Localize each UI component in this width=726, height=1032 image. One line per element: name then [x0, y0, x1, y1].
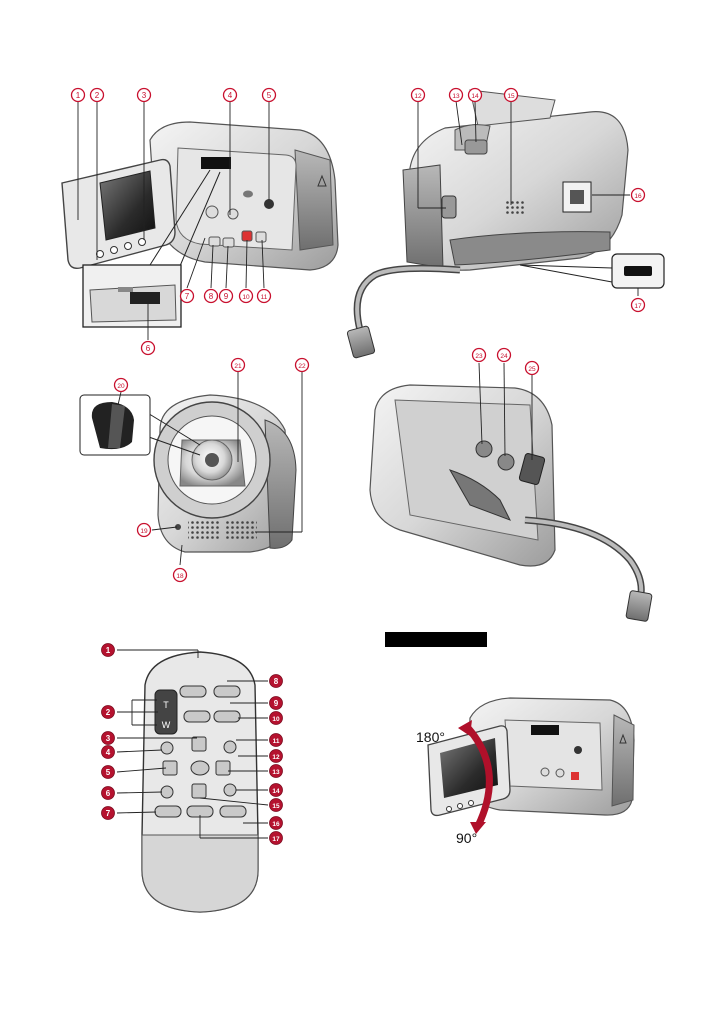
remote-callout-13: 13 [269, 764, 283, 778]
remote-callout-label: 3 [106, 734, 111, 743]
camera-callout-label: 1 [76, 91, 81, 100]
figure-camcorder-bottom [369, 362, 653, 622]
camera-callout-label: 11 [261, 294, 268, 301]
remote-callout-label: 10 [272, 716, 280, 723]
camera-callout-22: 22 [294, 357, 310, 373]
camera-callout-18: 18 [172, 567, 188, 583]
camera-callout-label: 14 [471, 93, 479, 100]
remote-callout-1: 1 [101, 643, 115, 657]
remote-callout-16: 16 [269, 816, 283, 830]
camera-callout-13: 13 [448, 87, 464, 103]
camera-callout-16: 16 [630, 187, 646, 203]
remote-callout-10: 10 [269, 711, 283, 725]
camera-callout-label: 18 [176, 573, 184, 580]
remote-callout-9: 9 [269, 696, 283, 710]
figure-lcd-rotation: 180° 90° [416, 697, 635, 846]
camera-callout-25: 25 [524, 360, 540, 376]
camera-callout-7: 7 [179, 288, 195, 304]
remote-callout-14: 14 [269, 783, 283, 797]
camera-callout-label: 4 [228, 91, 233, 100]
remote-callout-17: 17 [269, 831, 283, 845]
remote-callout-label: 2 [106, 708, 111, 717]
camera-callout-21: 21 [230, 357, 246, 373]
camera-callout-6: 6 [140, 340, 156, 356]
camera-callout-2: 2 [89, 87, 105, 103]
remote-callout-7: 7 [101, 806, 115, 820]
remote-callout-label: 11 [273, 738, 280, 745]
camera-callout-23: 23 [471, 347, 487, 363]
figure-remote-control: T W [116, 649, 269, 913]
remote-callout-5: 5 [101, 765, 115, 779]
camera-callout-label: 10 [242, 294, 250, 301]
camera-callout-20: 20 [113, 377, 129, 393]
camera-callout-4: 4 [222, 87, 238, 103]
angle-90-label: 90° [456, 830, 477, 846]
remote-callout-label: 7 [106, 809, 111, 818]
remote-callout-label: 5 [106, 768, 111, 777]
remote-callout-label: 12 [272, 754, 280, 761]
camera-callout-label: 15 [507, 93, 515, 100]
remote-callout-label: 1 [106, 646, 111, 655]
zoom-w-label: W [162, 720, 171, 730]
remote-callout-6: 6 [101, 786, 115, 800]
camera-callout-label: 19 [140, 528, 148, 535]
remote-callout-2: 2 [101, 705, 115, 719]
zoom-t-label: T [163, 700, 169, 710]
camera-callout-3: 3 [136, 87, 152, 103]
camera-callout-1: 1 [70, 87, 86, 103]
remote-callout-3: 3 [101, 731, 115, 745]
camera-callout-label: 5 [267, 91, 272, 100]
remote-callout-12: 12 [269, 749, 283, 763]
camera-callout-label: 25 [528, 366, 536, 373]
remote-callout-11: 11 [269, 733, 283, 747]
camera-callout-12: 12 [410, 87, 426, 103]
camera-callout-label: 6 [146, 344, 151, 353]
camera-callout-label: 3 [142, 91, 147, 100]
remote-callout-label: 8 [274, 677, 279, 686]
camera-callout-10: 10 [238, 288, 254, 304]
section-header-bar [385, 632, 487, 647]
remote-callout-label: 13 [272, 769, 280, 776]
camera-callout-8: 8 [203, 288, 219, 304]
camera-callout-label: 16 [634, 193, 642, 200]
camera-callout-label: 13 [452, 93, 460, 100]
remote-callout-label: 6 [106, 789, 111, 798]
figure-camcorder-front [79, 371, 303, 566]
camera-callout-label: 20 [117, 383, 125, 390]
camera-callout-label: 22 [298, 363, 306, 370]
remote-callout-4: 4 [101, 745, 115, 759]
camera-callout-11: 11 [256, 288, 272, 304]
camera-callout-label: 8 [209, 292, 214, 301]
camera-callout-15: 15 [503, 87, 519, 103]
remote-callout-label: 14 [272, 788, 280, 795]
camera-callout-label: 9 [224, 292, 229, 301]
remote-callout-label: 9 [274, 699, 279, 708]
remote-callout-8: 8 [269, 674, 283, 688]
camera-callout-label: 23 [475, 353, 483, 360]
camera-callout-label: 24 [500, 353, 508, 360]
camera-callout-17: 17 [630, 297, 646, 313]
remote-callout-label: 4 [106, 748, 111, 757]
camera-callout-label: 21 [234, 363, 242, 370]
figure-camcorder-lcd-open [61, 101, 339, 340]
camera-callout-label: 12 [414, 93, 422, 100]
camera-callout-9: 9 [218, 288, 234, 304]
remote-callout-label: 17 [272, 836, 280, 843]
figure-camcorder-side [346, 89, 665, 359]
camera-callout-14: 14 [467, 87, 483, 103]
remote-callout-15: 15 [269, 798, 283, 812]
camera-callout-label: 2 [95, 91, 100, 100]
camera-callout-19: 19 [136, 522, 152, 538]
angle-180-label: 180° [416, 729, 445, 745]
camera-callout-label: 17 [634, 303, 642, 310]
camera-callout-5: 5 [261, 87, 277, 103]
remote-callout-label: 16 [272, 821, 280, 828]
camera-callout-24: 24 [496, 347, 512, 363]
remote-callout-label: 15 [272, 803, 280, 810]
camera-callout-label: 7 [185, 292, 190, 301]
